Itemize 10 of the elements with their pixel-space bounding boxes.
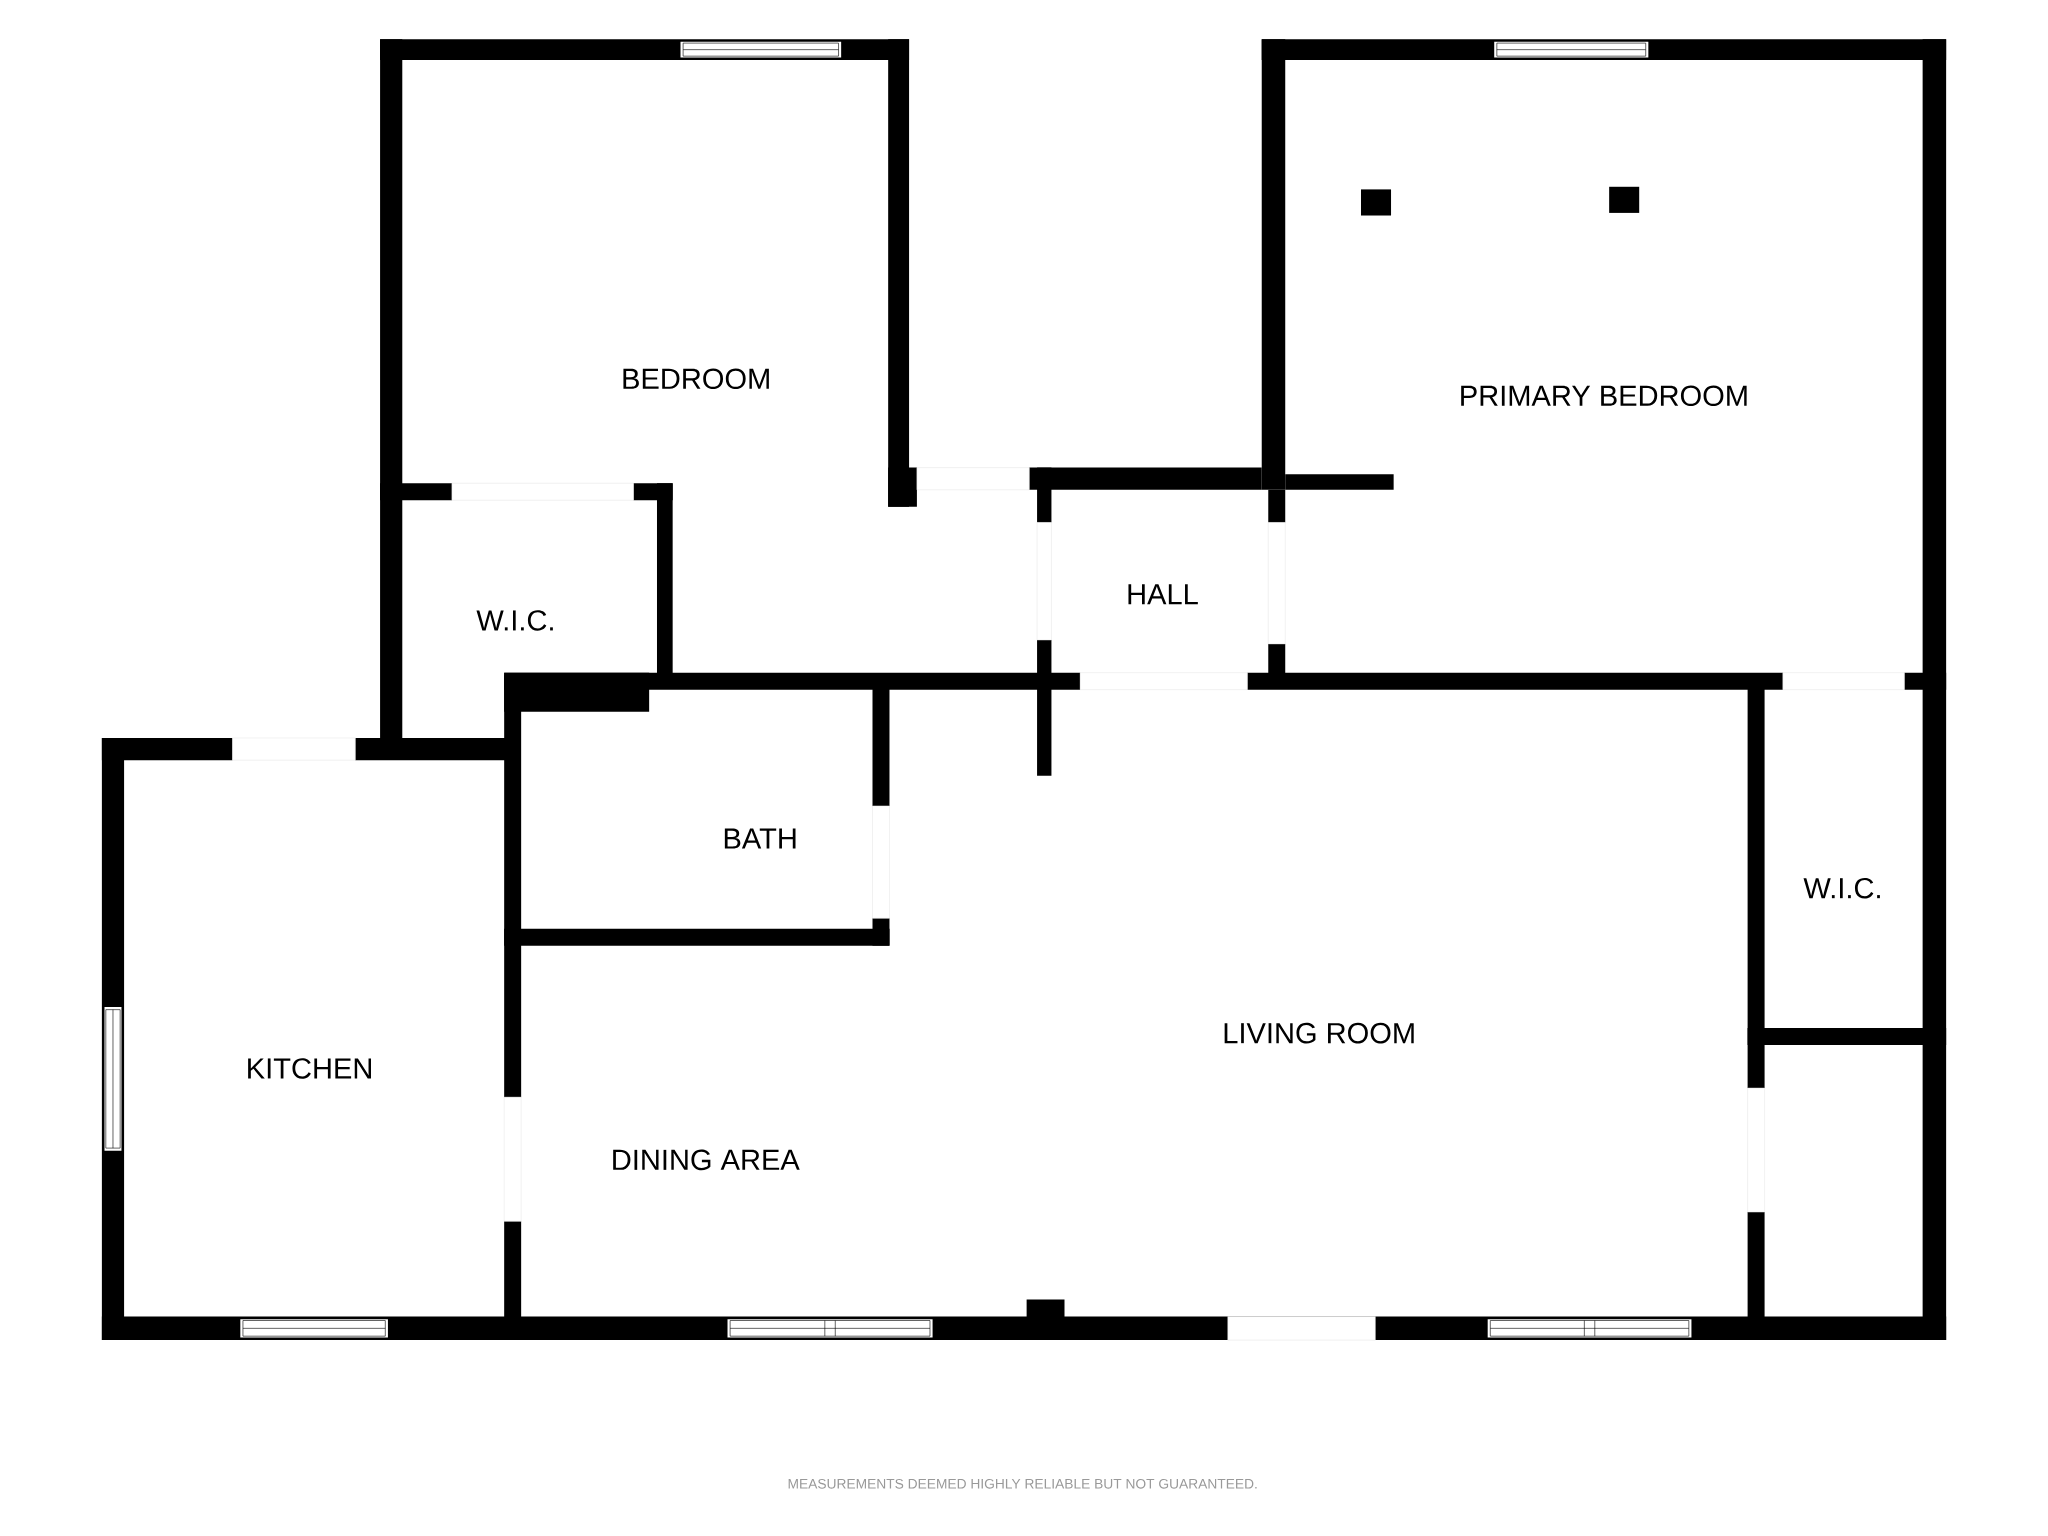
room-label: PRIMARY BEDROOM	[1461, 385, 1747, 407]
room-label: W.I.C.	[476, 610, 553, 631]
room-label: BEDROOM	[623, 368, 769, 390]
room-label: BATH	[724, 828, 796, 849]
room-label: KITCHEN	[248, 1058, 371, 1079]
disclaimer-text: MEASUREMENTS DEEMED HIGHLY RELIABLE BUT NOT GUARANTEED.	[788, 1478, 1257, 1489]
room-label: HALL	[1128, 584, 1198, 605]
room-label: DINING AREA	[613, 1149, 800, 1171]
room-label: W.I.C.	[1803, 877, 1880, 899]
room-label: LIVING ROOM	[1224, 1022, 1414, 1044]
